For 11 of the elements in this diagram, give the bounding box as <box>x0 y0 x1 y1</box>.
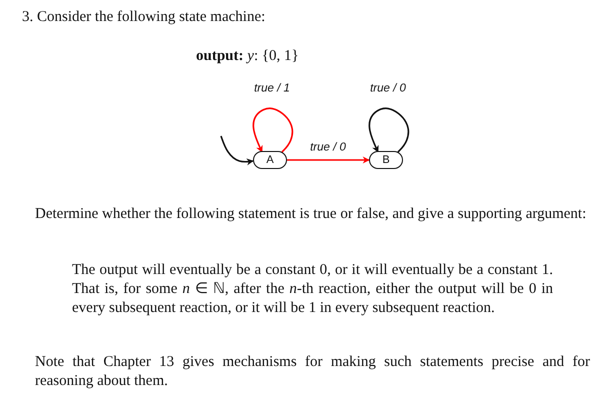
output-declaration: output: y: {0, 1} <box>196 47 300 66</box>
self-loop-arrow <box>252 108 294 153</box>
heading-text: 3. Consider the following state machine: <box>22 8 266 27</box>
state-node: A <box>253 151 287 169</box>
state-node: B <box>369 151 403 169</box>
initial-state-arrow <box>220 136 254 166</box>
self-loop-arrow <box>368 108 410 153</box>
note-paragraph: Note that Chapter 13 gives mechanisms for making such statements precise and for reasoning about them. <box>35 353 590 391</box>
transition-arrow <box>287 156 370 164</box>
question-paragraph: Determine whether the following statement is true or false, and give a supporting argument: <box>35 205 588 224</box>
statement-paragraph: The output will eventually be a constant 0, or it will eventually be a constant 1. That is, for some n ∈ ℕ, after the n-th reaction, either the output will be 0 in every subsequent reaction, or it will be 1 in every subsequent reaction. <box>72 261 553 318</box>
